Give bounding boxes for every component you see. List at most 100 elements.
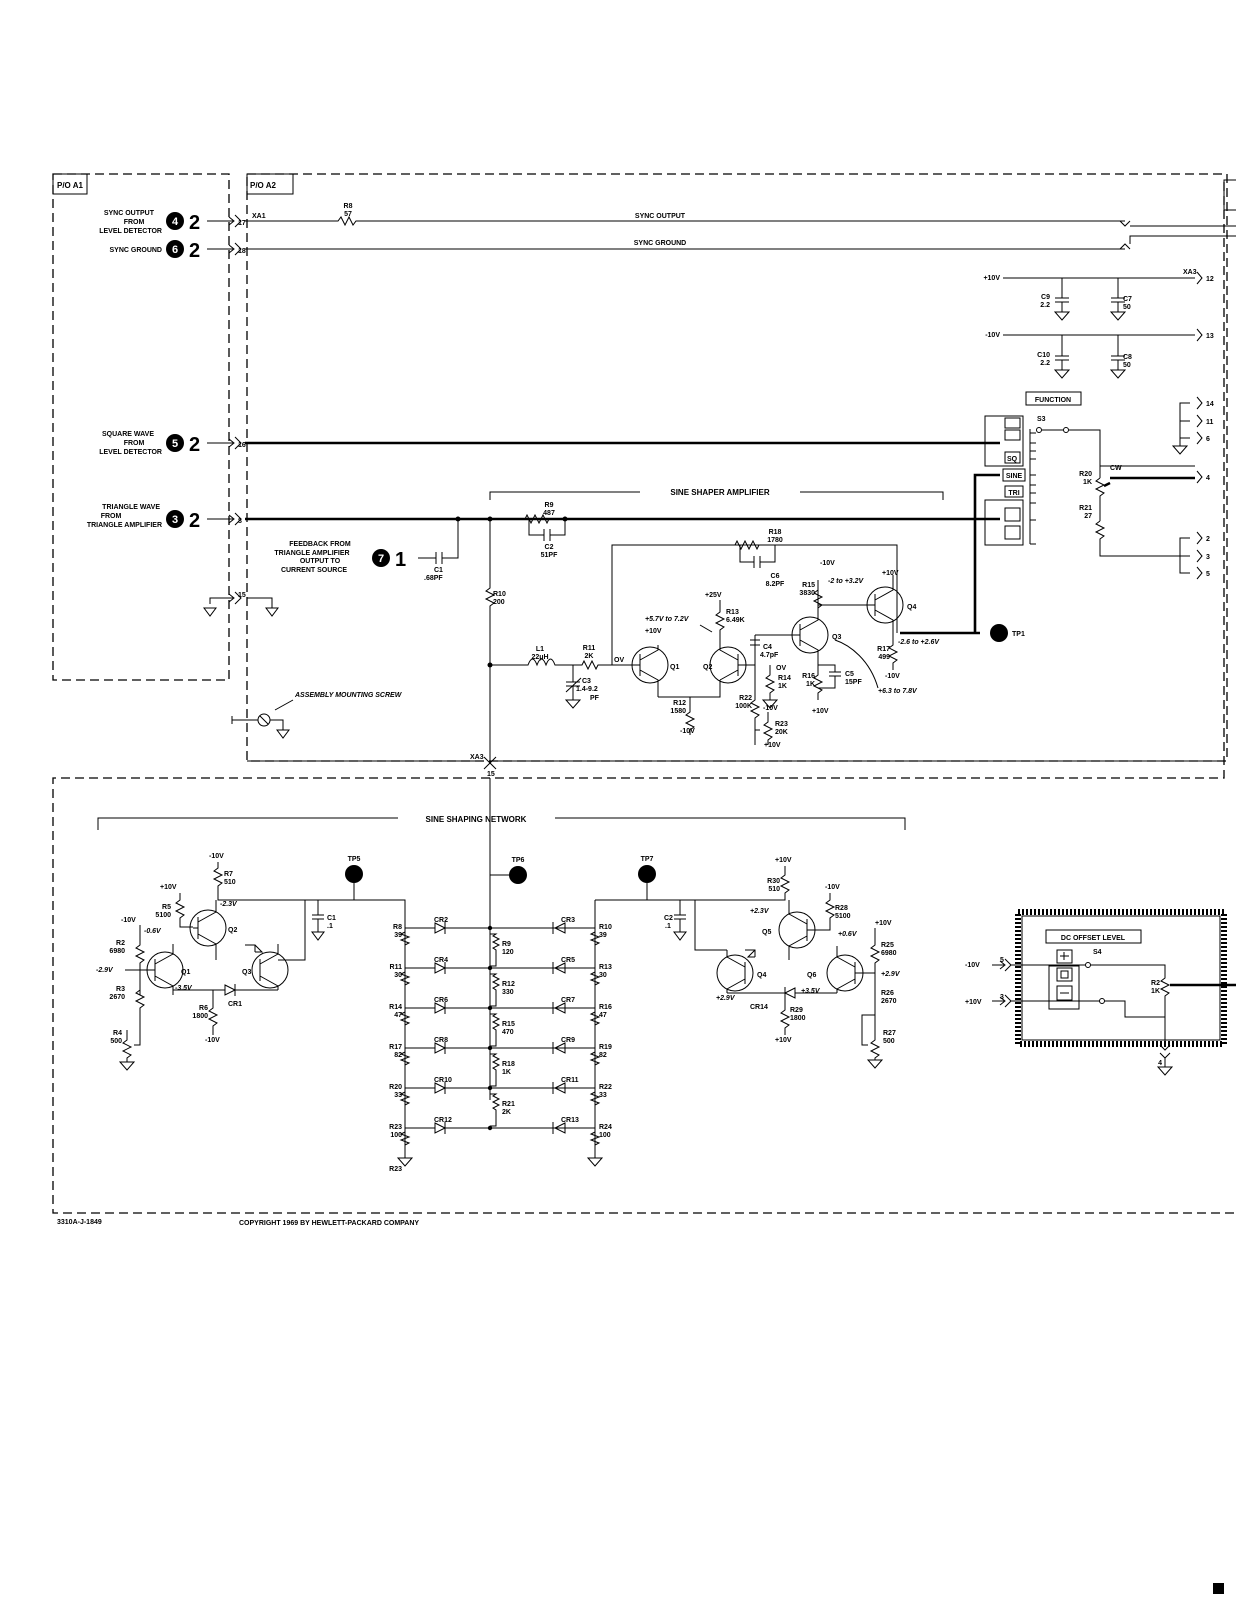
ladder-rung	[405, 922, 595, 934]
right-r-value: 47	[599, 1012, 607, 1019]
mid-resistor	[490, 1013, 501, 1047]
copyright: COPYRIGHT 1969 BY HEWLETT-PACKARD COMPAN…	[239, 1220, 419, 1227]
feedback-line2: TRIANGLE AMPLIFIER	[274, 550, 349, 557]
cr-right-label: CR5	[561, 957, 575, 964]
block-a2-tab: P/O A2	[246, 173, 294, 195]
r23-value: 20K	[775, 729, 788, 736]
note-circle-7	[372, 549, 390, 567]
mid-r-value: 120	[502, 949, 514, 956]
left-r-ref: R8	[393, 924, 402, 931]
r23-ref: R23	[775, 721, 788, 728]
q1-voltage: +5.7V to 7.2V	[645, 616, 690, 623]
ladder-diode-right	[552, 1002, 566, 1014]
c10-ref: C10	[1037, 352, 1050, 359]
sync-ground-net: SYNC GROUND	[634, 240, 687, 247]
r18-value: 1780	[767, 537, 783, 544]
c2-value: 51PF	[541, 552, 558, 559]
c6-ref: C6	[771, 573, 780, 580]
xa3-label: XA3	[470, 754, 484, 761]
r10-value: 200	[493, 599, 505, 606]
r3-ref: R3	[116, 986, 125, 993]
c10-value: 2.2	[1040, 360, 1050, 367]
r15-ref: R15	[802, 582, 815, 589]
r12-minus10: -10V	[680, 728, 695, 735]
left-r-value: 39	[394, 932, 402, 939]
right-r-value: 82	[599, 1052, 607, 1059]
r20-value: 1K	[1083, 479, 1092, 486]
note-circle-3	[166, 510, 184, 528]
v-plus35: +3.5V	[801, 988, 821, 995]
cr-left-label: CR2	[434, 917, 448, 924]
r7-value: 510	[224, 879, 236, 886]
sync-output-line2: FROM	[124, 219, 145, 226]
left-r-ref: R17	[389, 1044, 402, 1051]
left-r-ref: R23	[389, 1124, 402, 1131]
right-resistor	[589, 1011, 601, 1026]
ladder-ground-wires	[404, 1130, 596, 1158]
note-number-7: 7	[378, 553, 384, 565]
r15-voltage: -2 to +3.2V	[828, 578, 865, 585]
right-shaping-circuit: +10V R30 510 +2.3V C2 .1 -10V R28 5100 +…	[664, 857, 901, 1069]
r30-ref: R30	[767, 878, 780, 885]
q3-label: Q3	[832, 634, 841, 641]
assembly-screw: ASSEMBLY MOUNTING SCREW XA3 15	[231, 692, 1224, 778]
v-plus29: +2.9V	[881, 971, 901, 978]
r8-ref: R8	[344, 203, 353, 210]
left-r-ref: R14	[389, 1004, 402, 1011]
mid-r-value: 470	[502, 1029, 514, 1036]
pin-18: 18	[238, 248, 246, 255]
l1-ref: L1	[536, 646, 544, 653]
r25-value: 6980	[881, 950, 897, 957]
r5-ref: R5	[162, 904, 171, 911]
sync-output-line1: SYNC OUTPUT	[104, 210, 155, 217]
r4-ref: R4	[113, 1030, 122, 1037]
mid-resistor	[490, 1053, 501, 1087]
right-r-ref: R10	[599, 924, 612, 931]
r16-ref: R16	[802, 673, 815, 680]
r2-ref: R2	[116, 940, 125, 947]
ov-label: OV	[614, 657, 624, 664]
right-pin-13: 13	[1206, 333, 1214, 340]
function-title: FUNCTION	[1035, 397, 1071, 404]
ladder-junction	[487, 1005, 493, 1011]
ladder-diode-right	[552, 1122, 566, 1134]
r16-voltage: +6.3 to 7.8V	[878, 688, 918, 695]
r28-minus10: -10V	[825, 884, 840, 891]
c4-value: 4.7pF	[760, 652, 779, 659]
sq-label: SQ	[1007, 456, 1018, 463]
right-pin-5: 5	[1206, 571, 1210, 578]
r15-value: 3830	[799, 590, 815, 597]
sine-shaping-net-title: SINE SHAPING NETWORK	[426, 815, 527, 824]
sync-output-line3: LEVEL DETECTOR	[99, 228, 162, 235]
block-a2-label: P/O A2	[250, 181, 276, 190]
note-number-4: 4	[172, 216, 179, 228]
function-switch: FUNCTION S3 SQ SINE TRI CW R20 1K R21 27	[984, 391, 1195, 557]
note-circle-4	[166, 212, 184, 230]
tp5-dot	[345, 865, 363, 883]
v-minus35: -3.5V	[175, 985, 193, 992]
plus10-label: +10V	[983, 275, 1000, 282]
c5-ref: C5	[845, 671, 854, 678]
right-r-ref: R24	[599, 1124, 612, 1131]
c3-ref: C3	[582, 678, 591, 685]
q6-label: Q6	[807, 972, 816, 979]
block-a1-label: P/O A1	[57, 181, 83, 190]
mid-r-ref: R18	[502, 1061, 515, 1068]
r28-ref: R28	[835, 905, 848, 912]
right-resistor	[589, 1051, 601, 1066]
ladder-diode-right	[552, 1042, 566, 1054]
r16-value: 1K	[806, 681, 815, 688]
power-bypass: +10V -10V C9 2.2 C7 50 C10 2.2 C8 50 XA3	[983, 269, 1197, 379]
tri-label: TRI	[1008, 490, 1019, 497]
plus25-label: +25V	[705, 592, 722, 599]
sine-label: SINE	[1006, 473, 1023, 480]
r22-minus10: -10V	[763, 705, 778, 712]
c6-value: 8.2PF	[766, 581, 785, 588]
c3-value: 1.4-9.2	[576, 686, 598, 693]
ladder-grounds	[396, 1157, 604, 1167]
sheet-ref: 1	[395, 549, 406, 571]
left-resistor	[399, 1091, 411, 1106]
left-r-value: 82	[394, 1052, 402, 1059]
